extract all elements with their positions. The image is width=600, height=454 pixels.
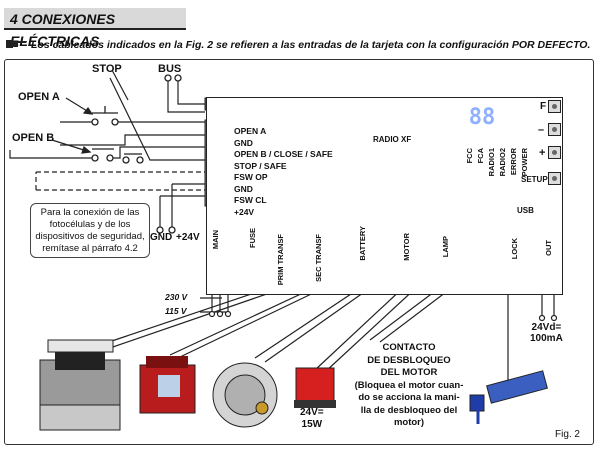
led-label-fca: FCA (476, 148, 485, 164)
connector-label-out: OUT (544, 240, 553, 256)
setup-button[interactable] (548, 172, 561, 185)
led-display: 88 (468, 105, 496, 130)
connector-label-motor: MOTOR (402, 233, 411, 261)
connector-label-prim-transf: PRIM TRANSF (276, 234, 285, 286)
open-a-label: OPEN A (18, 91, 60, 103)
v24-label: +24V (176, 232, 200, 243)
out-rating-line1: 24Vd= (531, 322, 562, 333)
transformer-icon (39, 339, 121, 431)
gnd-label: GND (150, 232, 173, 243)
terminal-label: GND (234, 183, 253, 194)
unlock-contact-icon (469, 370, 548, 424)
main-terms: PE N L (209, 275, 238, 282)
stop-label: STOP (92, 63, 122, 75)
open-b-label: OPEN B (12, 132, 55, 144)
contact-line: (Bloquea el motor cuan- (354, 379, 464, 391)
terminal-label: STOP / SAFE (234, 160, 287, 171)
l-terminal: L (232, 275, 238, 282)
f-button[interactable] (548, 100, 561, 113)
connector-label-lamp: LAMP (441, 236, 450, 258)
contact-line: DEL MOTOR (380, 367, 438, 378)
control-board (206, 97, 563, 295)
lamp-rating: 24V= 15W (300, 407, 324, 431)
note-text: Los cableados indicados en la Fig. 2 se … (31, 39, 591, 51)
connector-label-lock: LOCK (510, 238, 519, 260)
usb-label: USB (517, 206, 534, 215)
terminal-label: OPEN A (234, 126, 267, 136)
pe-terminal: PE (209, 275, 221, 282)
terminal-label: FSW CL (234, 195, 267, 205)
plus-label: + (539, 147, 546, 159)
terminal-label: FSW OP (234, 172, 268, 182)
supply-115: 115 V (165, 306, 187, 316)
led-label-radio2: RADIO2 (498, 148, 507, 177)
out-rating: 24Vd= 100mA (530, 322, 563, 344)
battery-icon (139, 356, 196, 414)
connector-label-battery: BATTERY (358, 226, 367, 261)
section-title: 4 CONEXIONES ELÉCTRICAS (4, 8, 186, 49)
supply-230: 230 V (165, 292, 188, 302)
terminal-label: OPEN B / CLOSE / SAFE (234, 149, 333, 159)
radio-xf-label: RADIO XF (373, 135, 412, 144)
setup-label: SETUP (521, 175, 548, 184)
figure-label: Fig. 2 (554, 429, 580, 440)
minus-label: – (538, 124, 545, 136)
motor-icon (212, 362, 278, 428)
led-label-error: ERROR (509, 148, 518, 176)
plus-button[interactable] (548, 146, 561, 159)
out-rating-line2: 100mA (530, 333, 563, 344)
contact-line: do se acciona la mani- (358, 392, 460, 403)
led-label-power: POWER (520, 148, 529, 177)
contact-line: CONTACTO (382, 342, 436, 353)
connector-label-fuse: FUSE (248, 228, 257, 249)
terminal-labels: OPEN A GND OPEN B / CLOSE / SAFE STOP / … (234, 126, 333, 218)
n-terminal: N (223, 275, 230, 282)
connector-label-sec-transf: SEC TRANSF (314, 234, 323, 282)
f-label: F (540, 101, 547, 112)
terminal-label: GND (234, 137, 253, 148)
lamp-icon (294, 367, 336, 408)
figure-frame (4, 59, 594, 445)
pointing-hand-icon (6, 40, 27, 48)
contact-line: motor) (393, 417, 425, 428)
note-row: Los cableados indicados en la Fig. 2 se … (6, 38, 590, 51)
led-label-radio1: RADIO1 (487, 148, 496, 177)
contact-line: DE DESBLOQUEO (367, 354, 451, 366)
lamp-rating-line2: 15W (301, 419, 323, 430)
contact-line: lla de desbloqueo del (360, 404, 458, 416)
safety-callout: Para la conexión de las fotocélulas y de… (30, 203, 150, 258)
minus-button[interactable] (548, 123, 561, 136)
led-label-fcc: FCC (465, 148, 474, 164)
connector-label-main: MAIN (211, 230, 220, 250)
terminal-label: +24V (234, 206, 255, 217)
contact-description: CONTACTO DE DESBLOQUEO DEL MOTOR (Bloque… (340, 342, 478, 430)
bus-label: BUS (158, 63, 182, 75)
lamp-rating-line1: 24V= (300, 407, 324, 418)
